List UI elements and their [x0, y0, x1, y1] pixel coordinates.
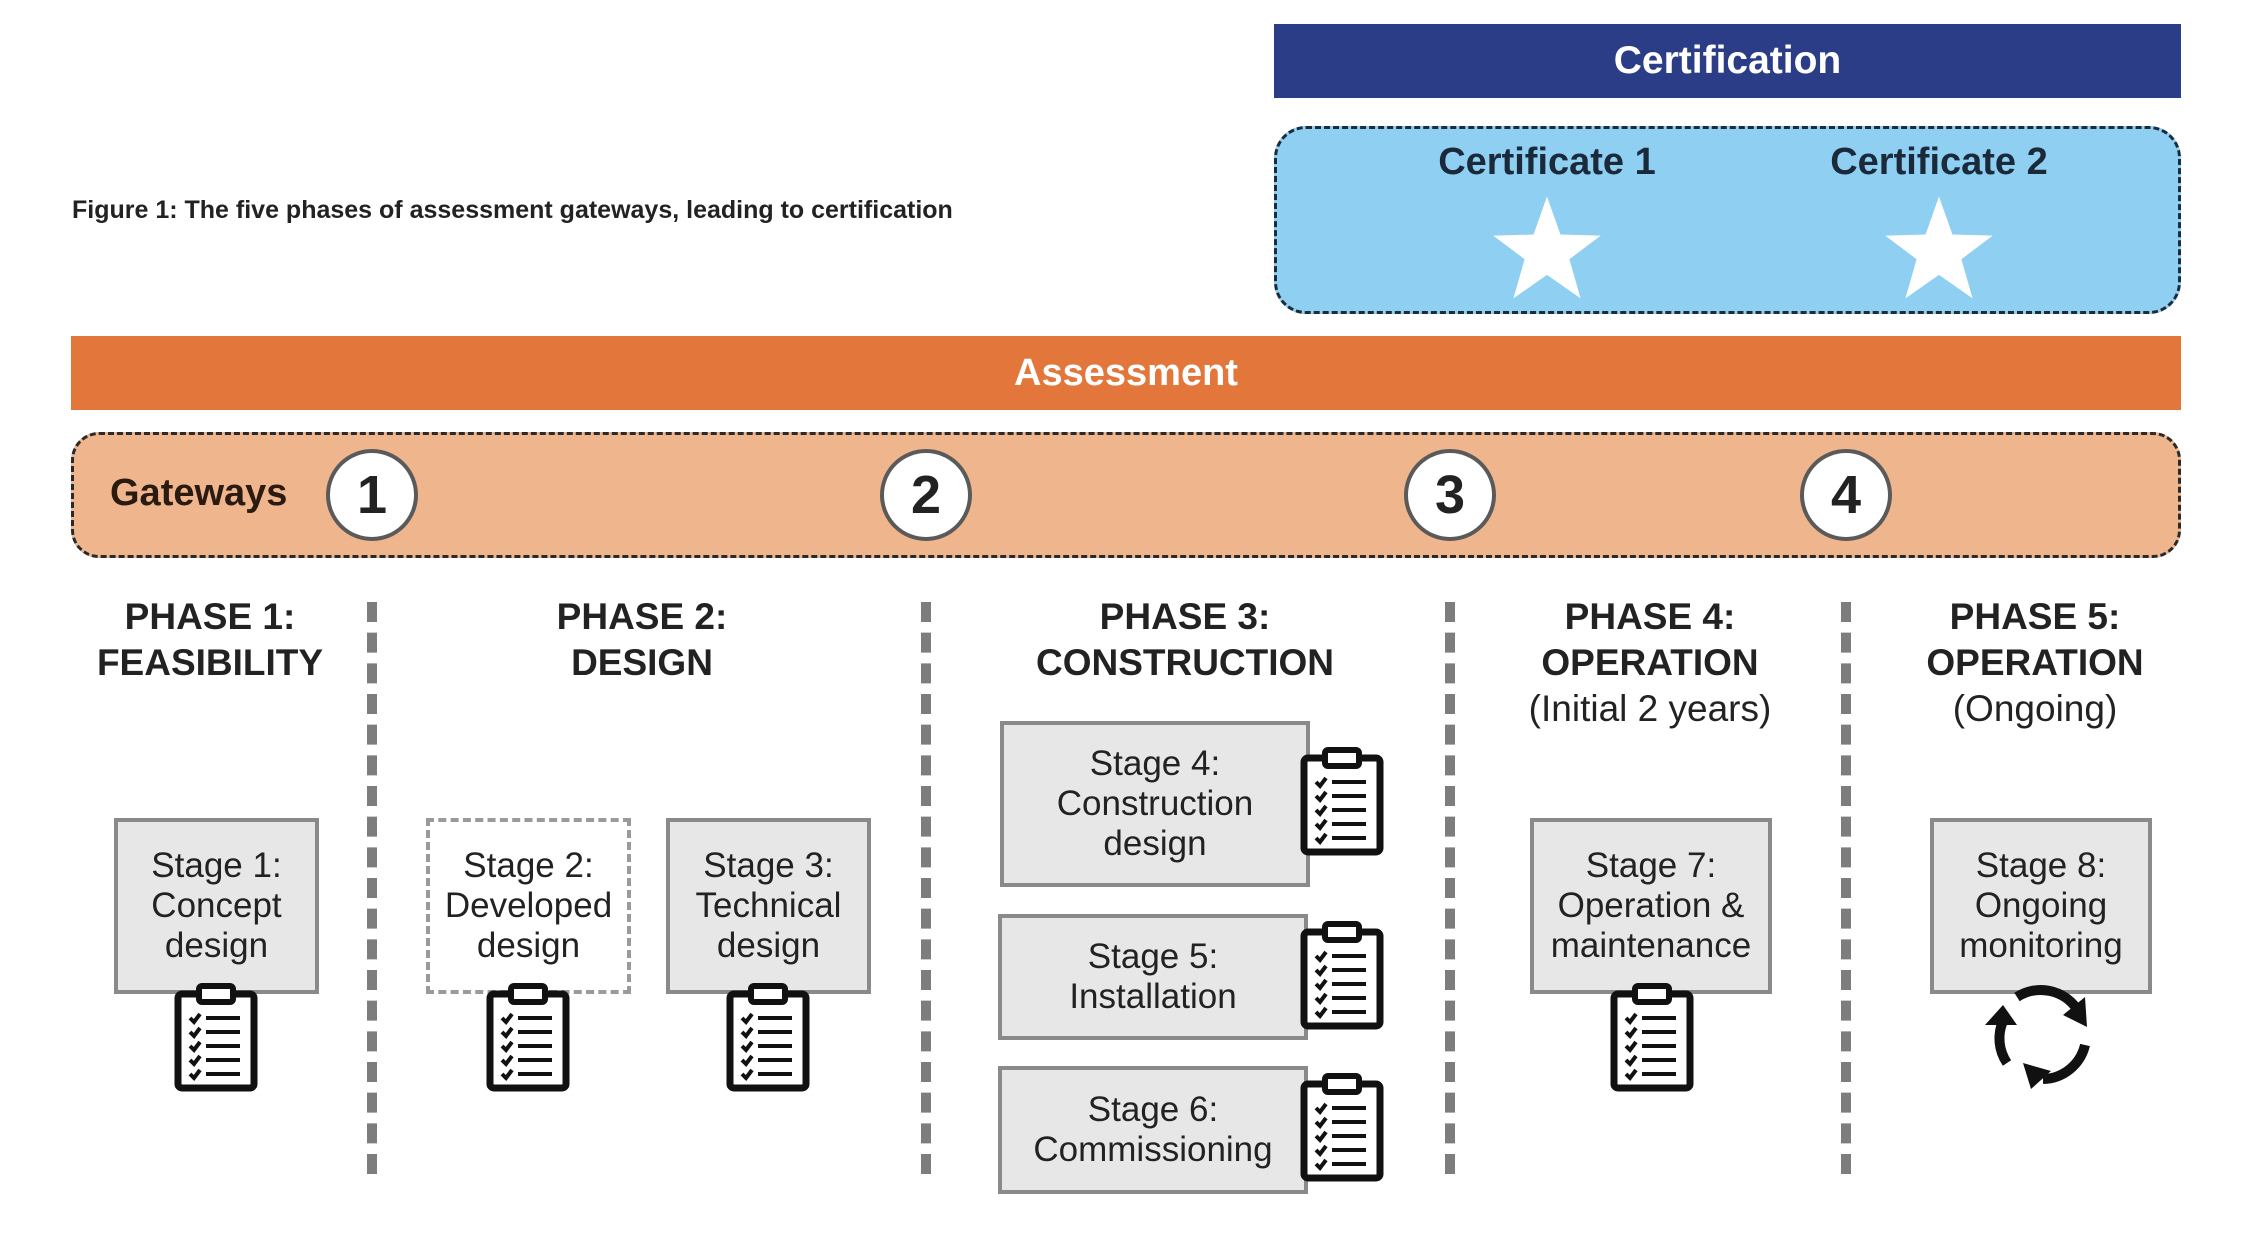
phase-5-subtitle: (Ongoing)	[1952, 688, 2118, 729]
stage-4-text: design	[1103, 824, 1207, 863]
figure-caption: Figure 1: The five phases of assessment …	[72, 196, 953, 224]
stage-2-text: design	[476, 926, 581, 965]
gateway-4-circle: 4	[1800, 449, 1892, 541]
certificates-box: Certificate 1 Certificate 2	[1274, 126, 2181, 314]
gateway-3-circle: 3	[1404, 449, 1496, 541]
phase-5-name: OPERATION	[1926, 642, 2144, 683]
phase-2-name: DESIGN	[571, 642, 713, 683]
stage-6-text: Commissioning	[1033, 1130, 1273, 1169]
certificate-2-label: Certificate 2	[1830, 141, 2048, 183]
clipboard-icon	[1300, 918, 1384, 1030]
phase-divider	[367, 602, 377, 1174]
stage-6-label: Stage 6:	[1087, 1090, 1219, 1129]
stage-8-text: Ongoing	[1974, 886, 2108, 925]
phase-1-name: FEASIBILITY	[96, 642, 324, 683]
assessment-title: Assessment	[1014, 351, 1238, 394]
phase-divider	[1445, 602, 1455, 1174]
phase-3-title: PHASE 3: CONSTRUCTION	[1005, 594, 1365, 686]
star-icon	[1885, 196, 1993, 299]
stage-1-label: Stage 1:	[151, 846, 282, 885]
phase-5-title: PHASE 5: OPERATION (Ongoing)	[1855, 594, 2215, 732]
certificate-1: Certificate 1	[1397, 141, 1697, 302]
phase-5-label: PHASE 5:	[1949, 596, 2121, 637]
stage-5-box: Stage 5:Installation	[998, 914, 1308, 1040]
stage-7-box: Stage 7:Operation &maintenance	[1530, 818, 1772, 994]
phase-4-title: PHASE 4: OPERATION (Initial 2 years)	[1470, 594, 1830, 732]
phase-1-title: PHASE 1: FEASIBILITY	[30, 594, 390, 686]
stage-8-text: monitoring	[1959, 926, 2123, 965]
stage-3-label: Stage 3:	[703, 846, 834, 885]
certification-bar: Certification	[1274, 24, 2181, 98]
gateway-2-circle: 2	[880, 449, 972, 541]
phase-2-label: PHASE 2:	[556, 596, 728, 637]
certificate-2: Certificate 2	[1789, 141, 2089, 302]
phase-3-name: CONSTRUCTION	[1035, 642, 1335, 683]
stage-5-text: Installation	[1069, 977, 1237, 1016]
stage-3-text: Technical	[695, 886, 842, 925]
stage-7-label: Stage 7:	[1585, 846, 1717, 885]
phase-4-subtitle: (Initial 2 years)	[1528, 688, 1772, 729]
stage-5-label: Stage 5:	[1087, 937, 1219, 976]
stage-2-label: Stage 2:	[463, 846, 594, 885]
stage-4-text: Construction	[1056, 784, 1254, 823]
clipboard-icon	[1300, 744, 1384, 856]
stage-2-text: Developed	[444, 886, 613, 925]
stage-3-text: design	[716, 926, 821, 965]
phase-divider	[1841, 602, 1851, 1174]
stage-1-text: Concept	[151, 886, 282, 925]
stage-7-text: Operation &	[1557, 886, 1745, 925]
stage-4-label: Stage 4:	[1089, 744, 1221, 783]
clipboard-icon	[1300, 1070, 1384, 1182]
stage-7-text: maintenance	[1550, 926, 1752, 965]
star-icon	[1493, 196, 1601, 299]
cycle-arrows-icon	[1985, 985, 2090, 1089]
stage-8-label: Stage 8:	[1975, 846, 2107, 885]
clipboard-icon	[486, 980, 570, 1092]
clipboard-icon	[174, 980, 258, 1092]
phase-4-name: OPERATION	[1541, 642, 1759, 683]
phase-divider	[921, 602, 931, 1174]
stage-6-box: Stage 6:Commissioning	[998, 1066, 1308, 1194]
certificate-1-label: Certificate 1	[1438, 141, 1656, 183]
stage-1-text: design	[164, 926, 269, 965]
phase-2-title: PHASE 2: DESIGN	[462, 594, 822, 686]
gateway-1-circle: 1	[326, 449, 418, 541]
clipboard-icon	[1610, 980, 1694, 1092]
phase-4-label: PHASE 4:	[1564, 596, 1736, 637]
phase-3-label: PHASE 3:	[1099, 596, 1271, 637]
gateways-label: Gateways	[110, 472, 288, 514]
assessment-bar: Assessment	[71, 336, 2181, 410]
clipboard-icon	[726, 980, 810, 1092]
phase-1-label: PHASE 1:	[124, 596, 296, 637]
certification-title: Certification	[1613, 39, 1842, 82]
